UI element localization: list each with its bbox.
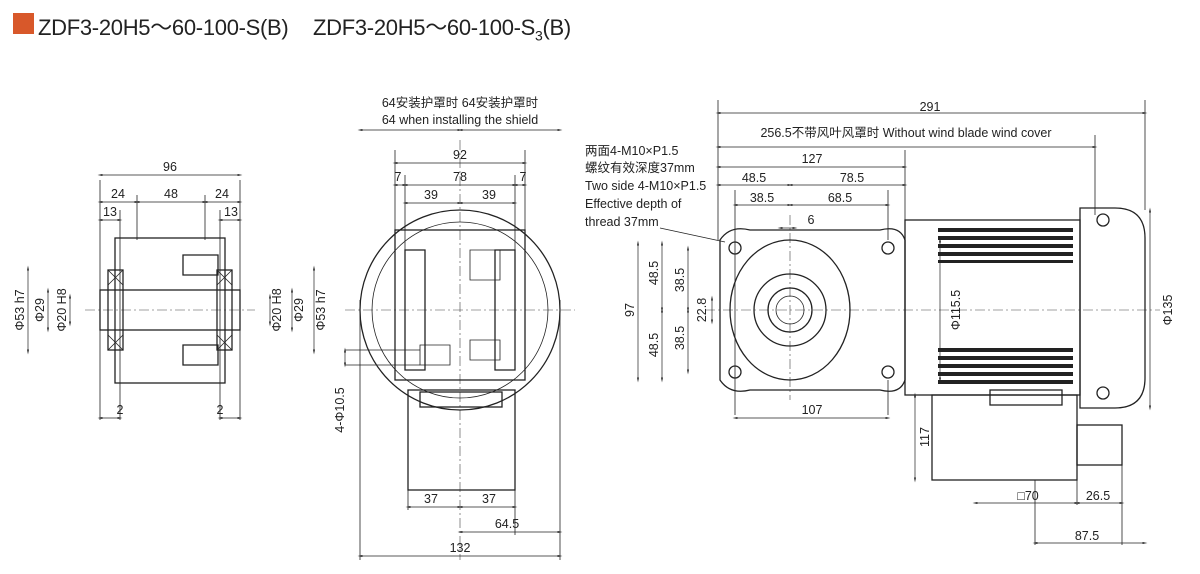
dim-48-5: 48.5: [742, 171, 766, 185]
model-title-2-main: ZDF3-20H5～60-100-S: [313, 15, 536, 40]
dim-13-left: 13: [103, 205, 117, 219]
side-section-view: 96 24 48 24 13 13 2 2 Φ53 h7 Φ29 Φ20 H8 …: [13, 160, 328, 420]
dim-39-right: 39: [482, 188, 496, 202]
thread-note-line-5: thread 37mm: [585, 215, 659, 229]
dim-7-left: 7: [395, 170, 402, 184]
dim-6: 6: [808, 213, 815, 227]
dim-92: 92: [453, 148, 467, 162]
dim-39-left: 39: [424, 188, 438, 202]
dim-48-5-upper: 48.5: [647, 261, 661, 285]
dim-117: 117: [918, 427, 932, 447]
dim-48-5-lower: 48.5: [647, 333, 661, 357]
dim-38-5-upper: 38.5: [673, 268, 687, 292]
motor-view: 291 256.5不带风叶风罩时 Without wind blade wind…: [585, 100, 1175, 545]
dim-38-5: 38.5: [750, 191, 774, 205]
section-marker: [13, 13, 34, 34]
dim-phi20-left: Φ20 H8: [55, 288, 69, 331]
thread-note-line-4: Effective depth of: [585, 197, 682, 211]
dim-68-5: 68.5: [828, 191, 852, 205]
dim-phi53-left: Φ53 h7: [13, 289, 27, 330]
dim-64-5: 64.5: [495, 517, 519, 531]
dim-square-70: □70: [1017, 489, 1039, 503]
dim-291: 291: [920, 100, 941, 114]
model-title-2: ZDF3-20H5～60-100-S3(B): [313, 10, 571, 43]
shield-note-cn: 64安装护罩时 64安装护罩时: [382, 95, 539, 110]
dim-phi29-left: Φ29: [33, 298, 47, 322]
dim-96: 96: [163, 160, 177, 174]
dim-78-5: 78.5: [840, 171, 864, 185]
dim-phi115-5: Φ115.5: [949, 290, 963, 330]
dim-24-right: 24: [215, 187, 229, 201]
model-title-1: ZDF3-20H5～60-100-S(B): [38, 15, 289, 40]
dim-phi29-right: Φ29: [292, 298, 306, 322]
dim-78: 78: [453, 170, 467, 184]
dim-37-left: 37: [424, 492, 438, 506]
dim-97: 97: [623, 303, 637, 317]
dim-22-8: 22.8: [695, 298, 709, 322]
dim-48: 48: [164, 187, 178, 201]
model-title-2-suffix: (B): [542, 15, 572, 40]
dim-37-right: 37: [482, 492, 496, 506]
dim-87-5: 87.5: [1075, 529, 1099, 543]
model-title-2-sub: 3: [535, 27, 543, 44]
front-view: 64安装护罩时 64安装护罩时 64 when installing the s…: [333, 95, 575, 560]
dim-holes: 4-Φ10.5: [333, 387, 347, 432]
thread-note-line-3: Two side 4-M10×P1.5: [585, 179, 706, 193]
dim-127: 127: [802, 152, 823, 166]
dim-132: 132: [450, 541, 471, 555]
dim-38-5-lower: 38.5: [673, 326, 687, 350]
dim-107: 107: [802, 403, 823, 417]
dim-13-right: 13: [224, 205, 238, 219]
shield-note-en: 64 when installing the shield: [382, 113, 538, 127]
dim-256-5: 256.5不带风叶风罩时 Without wind blade wind cov…: [760, 126, 1051, 140]
dim-2-right: 2: [217, 403, 224, 417]
dim-phi135: Φ135: [1161, 295, 1175, 326]
dim-26-5: 26.5: [1086, 489, 1110, 503]
dim-7-right: 7: [520, 170, 527, 184]
dim-phi20-right: Φ20 H8: [270, 288, 284, 331]
dim-phi53-right: Φ53 h7: [314, 289, 328, 330]
thread-note-line-1: 两面4-M10×P1.5: [585, 144, 678, 158]
thread-note-line-2: 螺纹有效深度37mm: [585, 160, 695, 175]
dim-24-left: 24: [111, 187, 125, 201]
dim-2-left: 2: [117, 403, 124, 417]
